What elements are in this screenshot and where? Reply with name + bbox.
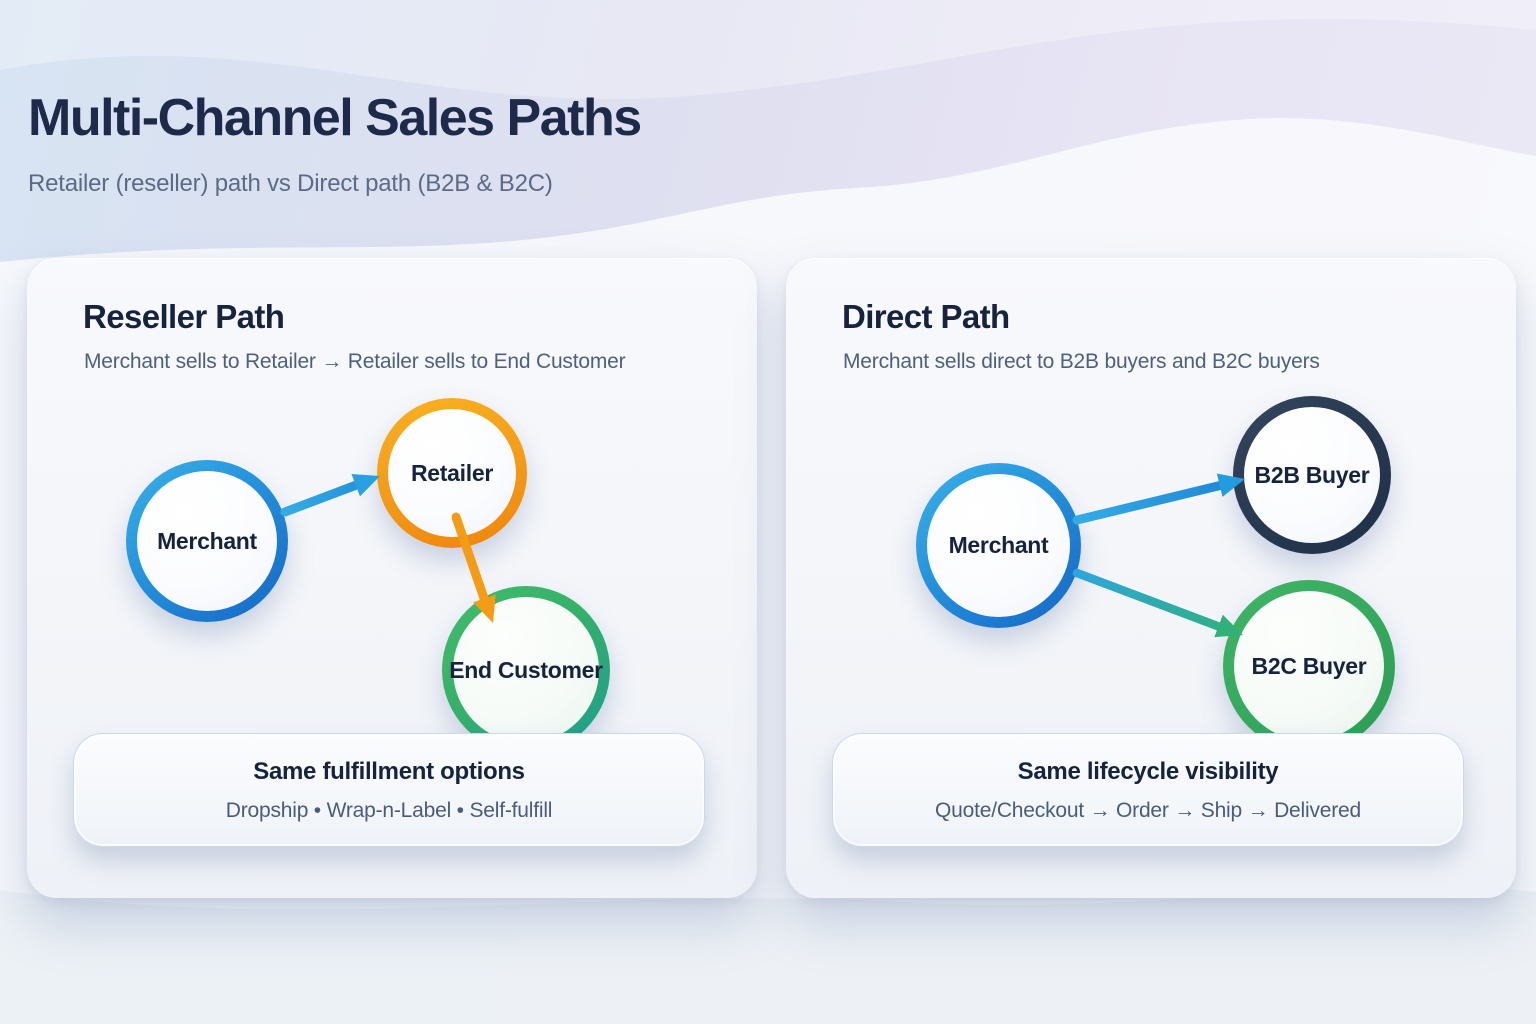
reseller-card-title: Reseller Path <box>83 298 285 335</box>
reseller-path-card: Reseller Path Merchant sells to Retailer… <box>27 258 757 898</box>
page-subtitle: Retailer (reseller) path vs Direct path … <box>28 170 553 197</box>
lifecycle-pill-title: Same lifecycle visibility <box>1017 757 1279 785</box>
b2c-buyer-node: B2C Buyer <box>1223 580 1395 752</box>
end-customer-node-label: End Customer <box>449 656 603 683</box>
merchant-node: Merchant <box>916 463 1081 628</box>
page-title: Multi-Channel Sales Paths <box>28 89 642 147</box>
fulfillment-pill: Same fulfillment options Dropship • Wrap… <box>73 733 705 847</box>
header: Multi-Channel Sales Paths Retailer (rese… <box>28 88 642 198</box>
retailer-node: Retailer <box>377 398 527 548</box>
direct-card-subtitle: Merchant sells direct to B2B buyers and … <box>843 350 1320 373</box>
lifecycle-pill: Same lifecycle visibility Quote/Checkout… <box>832 733 1464 847</box>
b2c-buyer-node-label: B2C Buyer <box>1251 652 1367 679</box>
merchant-node-label: Merchant <box>948 532 1049 558</box>
reseller-card-subtitle: Merchant sells to Retailer → Retailer se… <box>84 350 626 373</box>
lifecycle-pill-subtitle: Quote/Checkout → Order → Ship → Delivere… <box>935 798 1361 822</box>
fulfillment-pill-subtitle: Dropship • Wrap-n-Label • Self-fulfill <box>225 798 553 822</box>
merchant-node-label: Merchant <box>157 527 257 554</box>
direct-card-title: Direct Path <box>842 298 1010 335</box>
b2b-buyer-node-label: B2B Buyer <box>1254 461 1370 488</box>
cards-row: Reseller Path Merchant sells to Retailer… <box>27 258 1517 898</box>
arrow-merchant-to-retailer <box>280 474 380 517</box>
fulfillment-pill-title: Same fulfillment options <box>253 757 525 785</box>
retailer-node-label: Retailer <box>411 459 493 486</box>
arrow-merchant-to-b2c <box>1072 568 1243 638</box>
merchant-node: Merchant <box>126 460 288 622</box>
b2b-buyer-node: B2B Buyer <box>1233 396 1391 554</box>
arrow-merchant-to-b2b <box>1072 473 1245 525</box>
direct-path-card: Direct Path Merchant sells direct to B2B… <box>786 258 1516 898</box>
end-customer-node: End Customer <box>442 586 610 754</box>
